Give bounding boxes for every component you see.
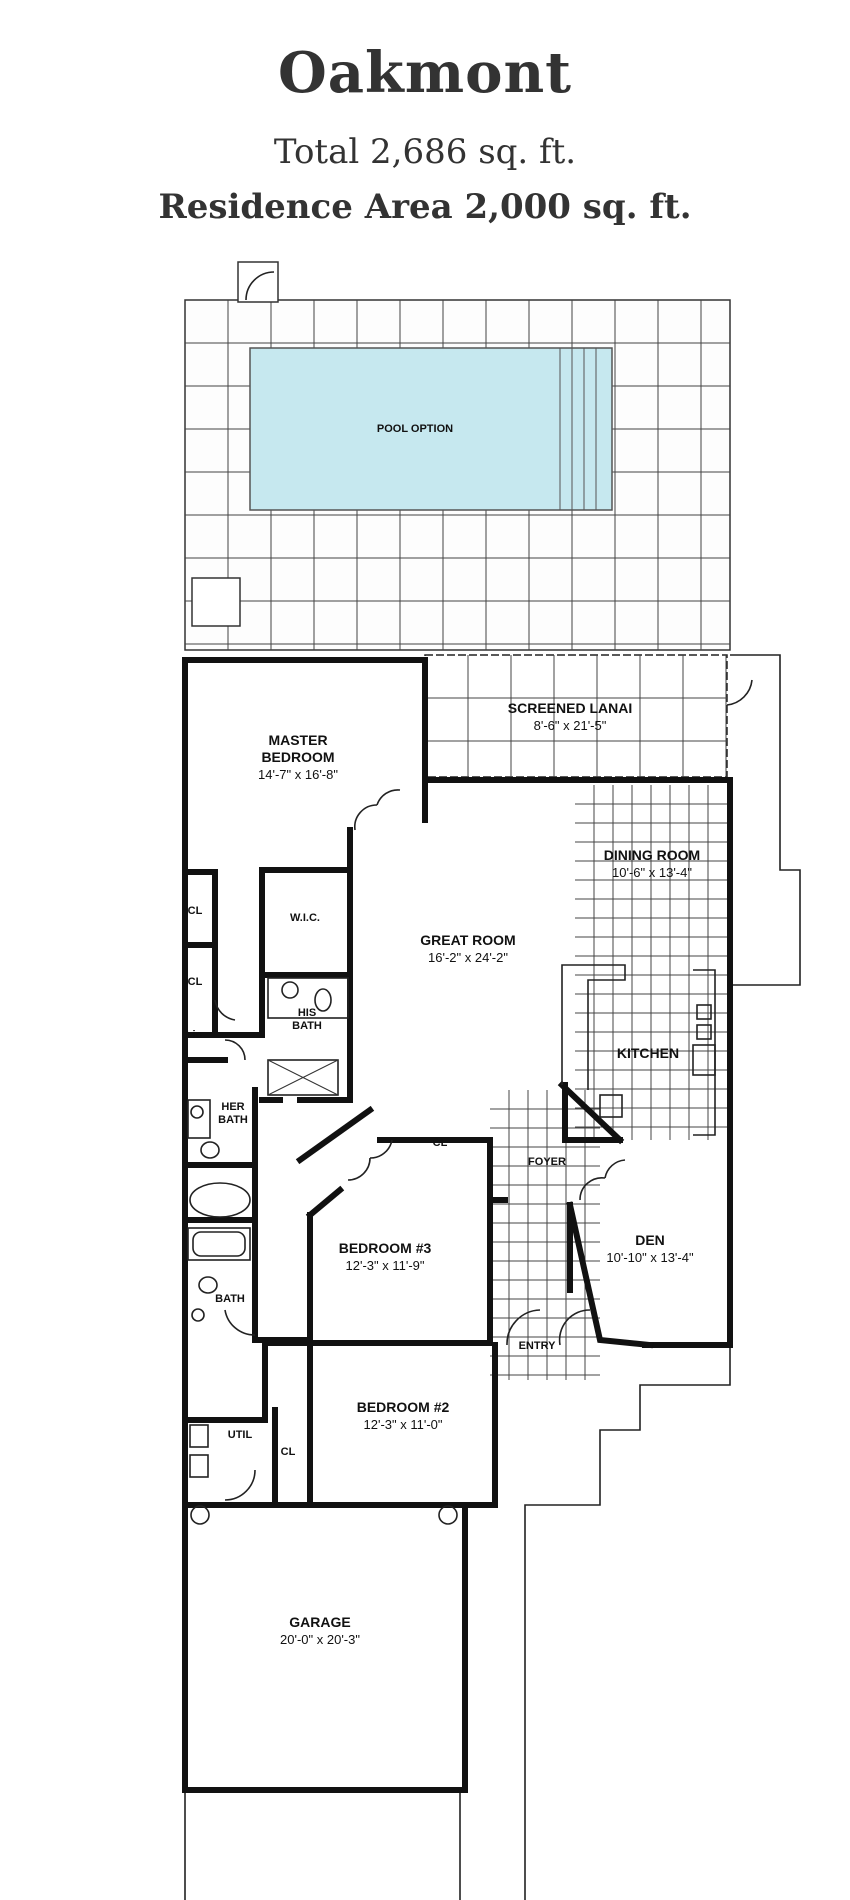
bedroom3-dim: 12'-3" x 11'-9" [346,1258,425,1273]
wic-label: W.I.C. [290,912,320,924]
closet-label-1: CL [188,905,203,917]
pool: POOL OPTION [249,347,613,511]
pool-label: POOL OPTION [377,423,453,435]
bedroom2-label: BEDROOM #2 [357,1399,450,1415]
bath-label: BATH [215,1293,245,1305]
walls [182,657,733,1793]
residence-area: Residence Area 2,000 sq. ft. [158,187,692,227]
lanai-dim: 8'-6" x 21'-5" [534,718,607,733]
kitchen-label: KITCHEN [617,1045,679,1061]
great-room-dim: 16'-2" x 24'-2" [428,950,508,965]
den-dim: 10'-10" x 13'-4" [606,1250,694,1265]
screened-lanai: SCREENED LANAI 8'-6" x 21'-5" [424,654,753,778]
util-label: UTIL [228,1429,253,1441]
garage-dim: 20'-0" x 20'-3" [280,1632,360,1647]
his-bath-label: HIS [298,1007,316,1019]
entry-label: ENTRY [519,1340,557,1352]
closet-label-2: CL [188,976,203,988]
den-label: DEN [635,1232,665,1248]
dining-dim: 10'-6" x 13'-4" [612,865,692,880]
closet-label-4: CL [281,1446,296,1458]
bedroom3-label: BEDROOM #3 [339,1240,432,1256]
plan-title: Oakmont [277,40,573,106]
his-bath-label-2: BATH [292,1020,322,1032]
closet-label-3: CL [433,1137,448,1149]
her-bath-label: HER [221,1101,244,1113]
lanai-label: SCREENED LANAI [508,700,632,716]
master-label: MASTER [268,732,327,748]
great-room-label: GREAT ROOM [420,932,515,948]
bedroom2-dim: 12'-3" x 11'-0" [364,1417,443,1432]
dining-label: DINING ROOM [604,847,700,863]
foyer-label: FOYER [528,1156,566,1168]
linen-label: Lin [186,1029,203,1041]
kitchen-counters [561,964,716,1136]
garage-label: GARAGE [289,1614,350,1630]
master-dim: 14'-7" x 16'-8" [258,767,338,782]
her-bath-label-2: BATH [218,1114,248,1126]
bathroom-fixtures [187,977,458,1525]
total-area: Total 2,686 sq. ft. [273,132,577,172]
master-label-2: BEDROOM [261,749,334,765]
room-labels: MASTER BEDROOM 14'-7" x 16'-8" DINING RO… [186,732,700,1647]
site-outline [184,654,801,1900]
doors [214,789,626,1501]
